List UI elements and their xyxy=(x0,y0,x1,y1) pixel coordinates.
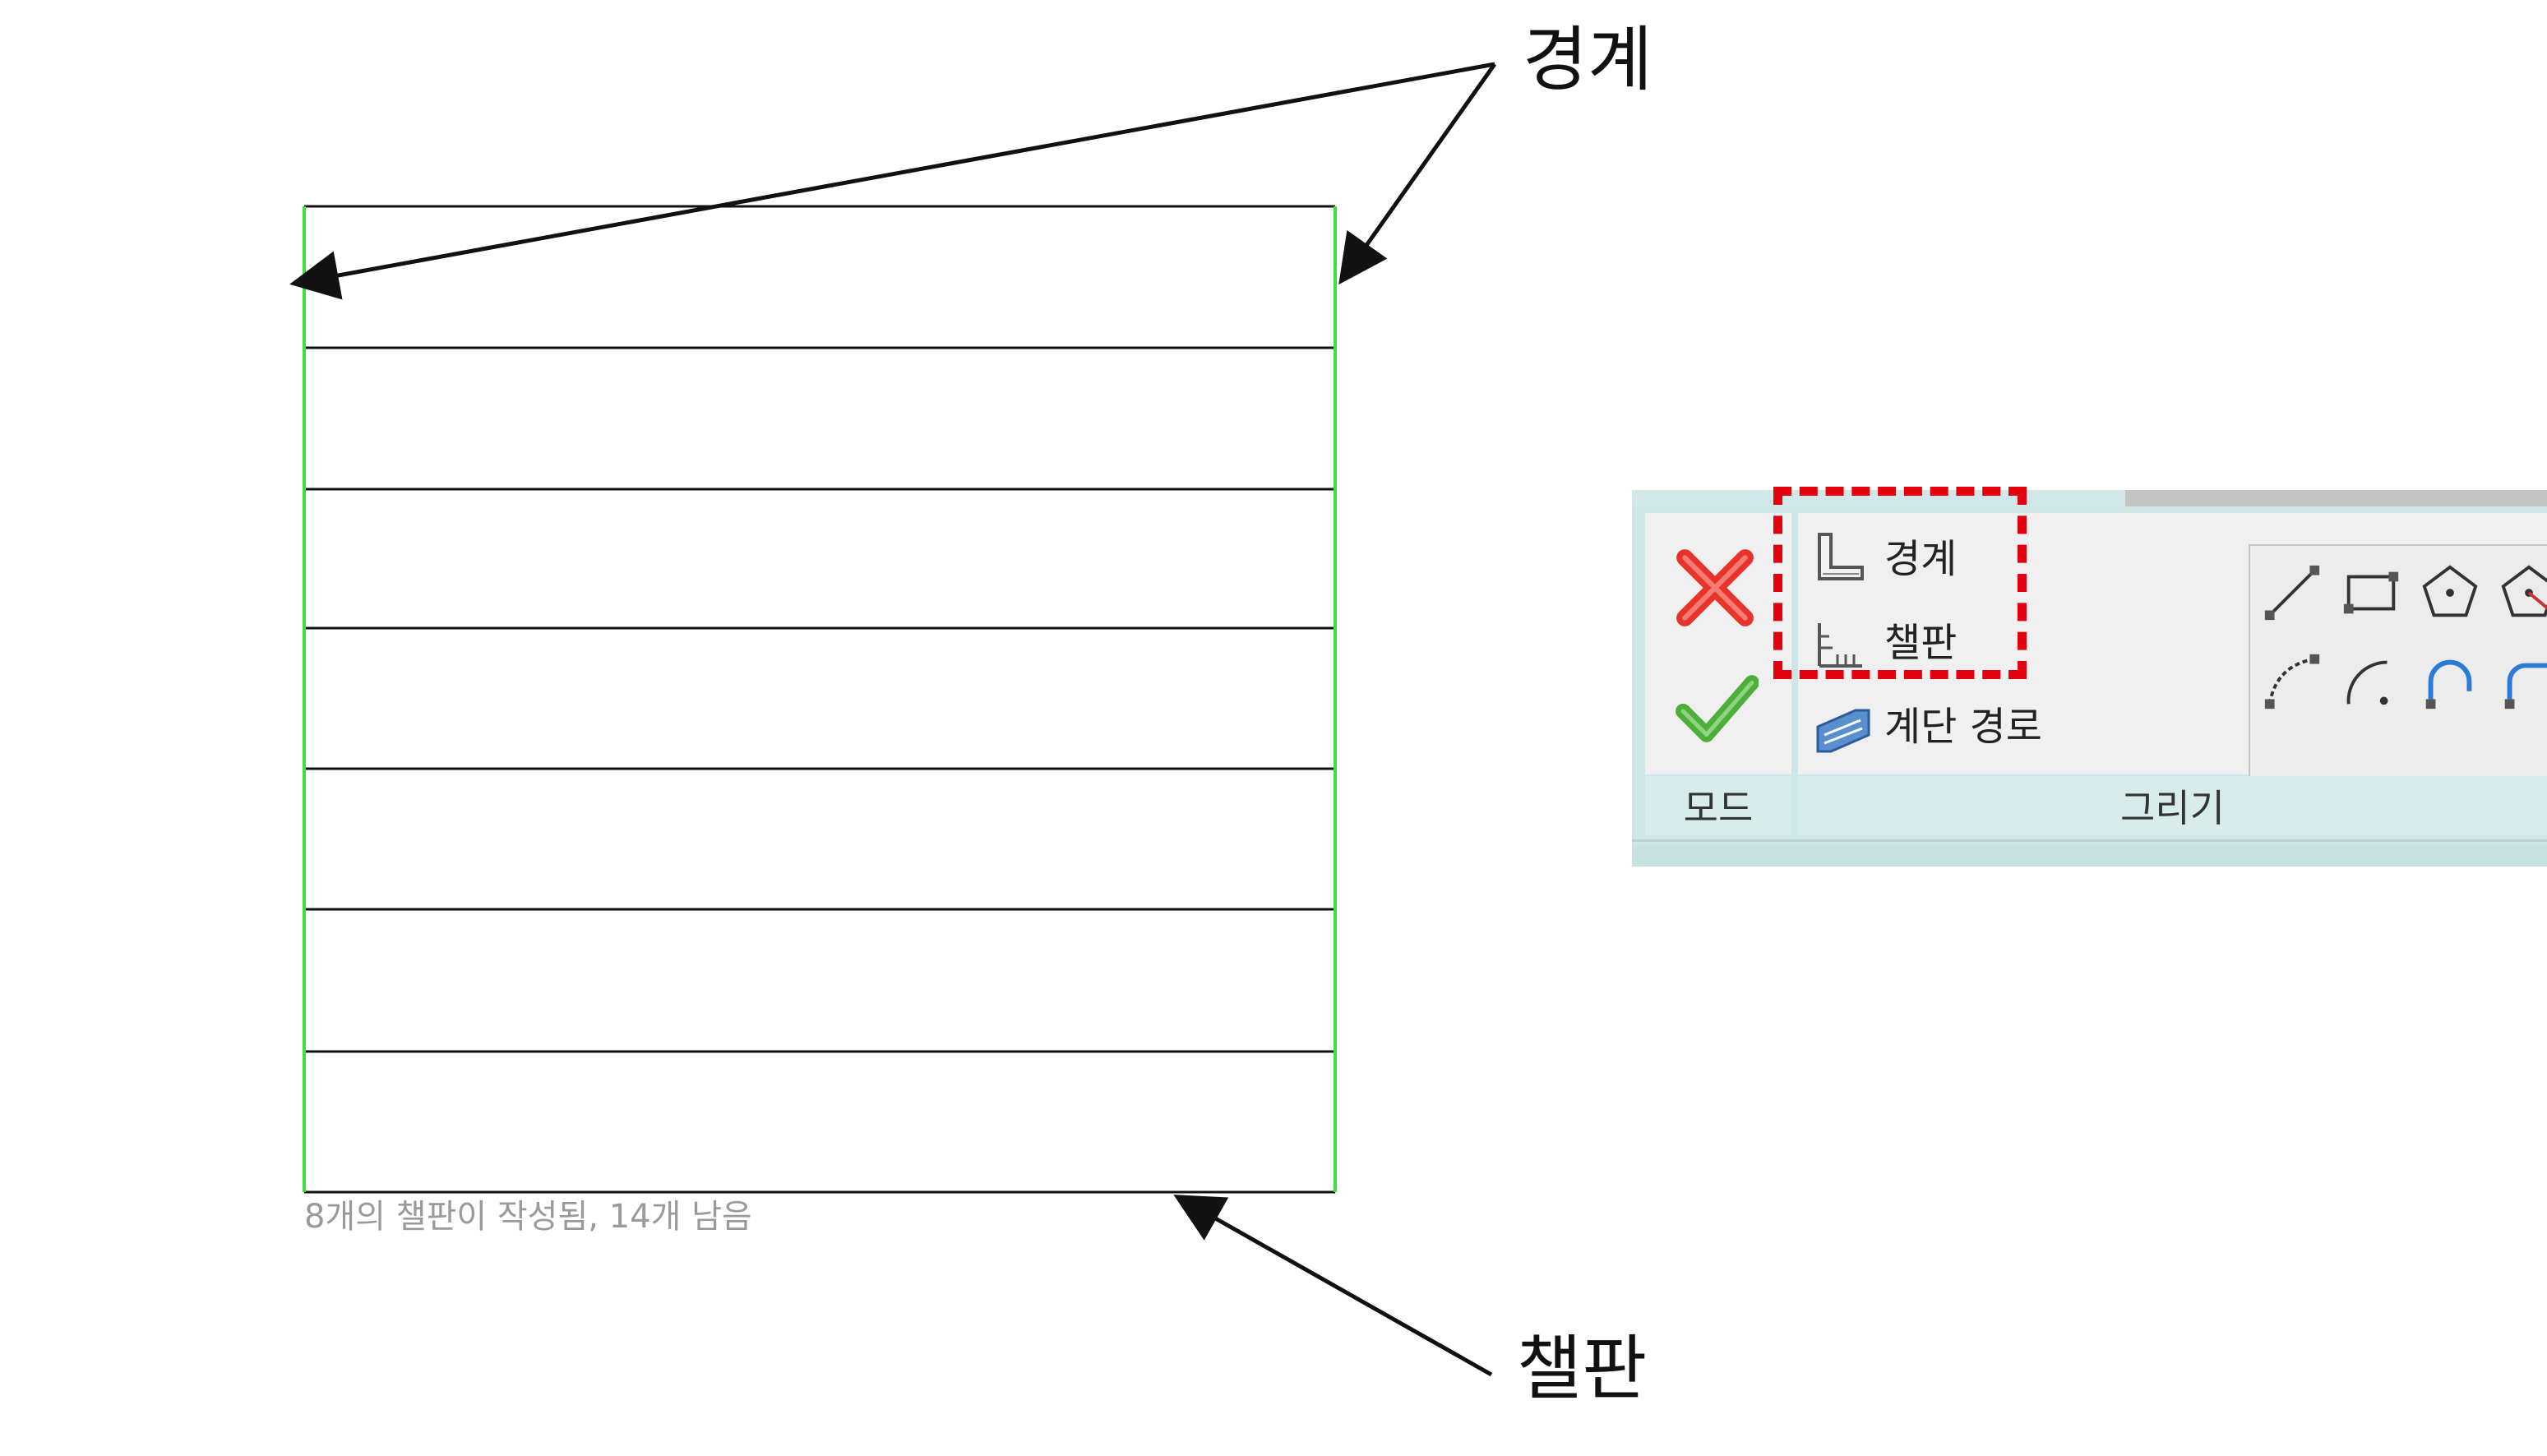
callout-boundary-label: 경계 xyxy=(1523,19,1653,101)
finish-check-icon[interactable] xyxy=(1675,671,1759,746)
start-end-arc-icon[interactable] xyxy=(2260,649,2324,714)
boundary-tool-label[interactable]: 경계 xyxy=(1884,536,1958,582)
stair-path-tool-label[interactable]: 계단 경로 xyxy=(1884,704,2042,750)
ribbon-top-strip-tab xyxy=(2125,490,2547,506)
riser-tool-label[interactable]: 챌판 xyxy=(1884,620,1958,666)
center-ends-arc-icon[interactable] xyxy=(2339,649,2403,714)
riser-tool-icon[interactable] xyxy=(1814,618,1867,671)
circumscribed-polygon-icon[interactable] xyxy=(2497,561,2547,625)
tangent-arc-icon[interactable] xyxy=(2418,649,2482,714)
draw-group-label: 그리기 xyxy=(1798,776,2547,835)
inscribed-polygon-icon[interactable] xyxy=(2418,561,2482,625)
boundary-lines xyxy=(303,206,1337,1192)
riser-lines xyxy=(304,205,1335,1194)
rectangle-icon[interactable] xyxy=(2339,561,2403,625)
draw-shape-gallery xyxy=(2249,544,2547,778)
ribbon-bottom-divider xyxy=(1632,839,2547,842)
ribbon-bottom-band xyxy=(1632,845,2547,867)
ribbon-panel: 경계 챌판 계단 경로 xyxy=(1632,490,2547,867)
fillet-arc-icon[interactable] xyxy=(2497,649,2547,714)
draw-group: 경계 챌판 계단 경로 xyxy=(1798,513,2547,778)
boundary-arrow-left xyxy=(289,62,1495,300)
line-icon[interactable] xyxy=(2260,561,2324,625)
boundary-tool-icon[interactable] xyxy=(1814,531,1867,584)
callout-riser-label: 챌판 xyxy=(1517,1328,1648,1410)
mode-group xyxy=(1645,513,1791,774)
mode-group-label: 모드 xyxy=(1645,776,1791,835)
stair-path-tool-icon[interactable] xyxy=(1814,702,1872,760)
callout-arrows xyxy=(289,62,1497,1377)
riser-arrow xyxy=(1173,1195,1493,1377)
sketch-status-text: 8개의 챌판이 작성됨, 14개 남음 xyxy=(304,1198,752,1236)
cancel-x-icon[interactable] xyxy=(1673,546,1757,630)
highlight-box xyxy=(1773,487,2027,679)
boundary-arrow-right xyxy=(1338,62,1497,285)
